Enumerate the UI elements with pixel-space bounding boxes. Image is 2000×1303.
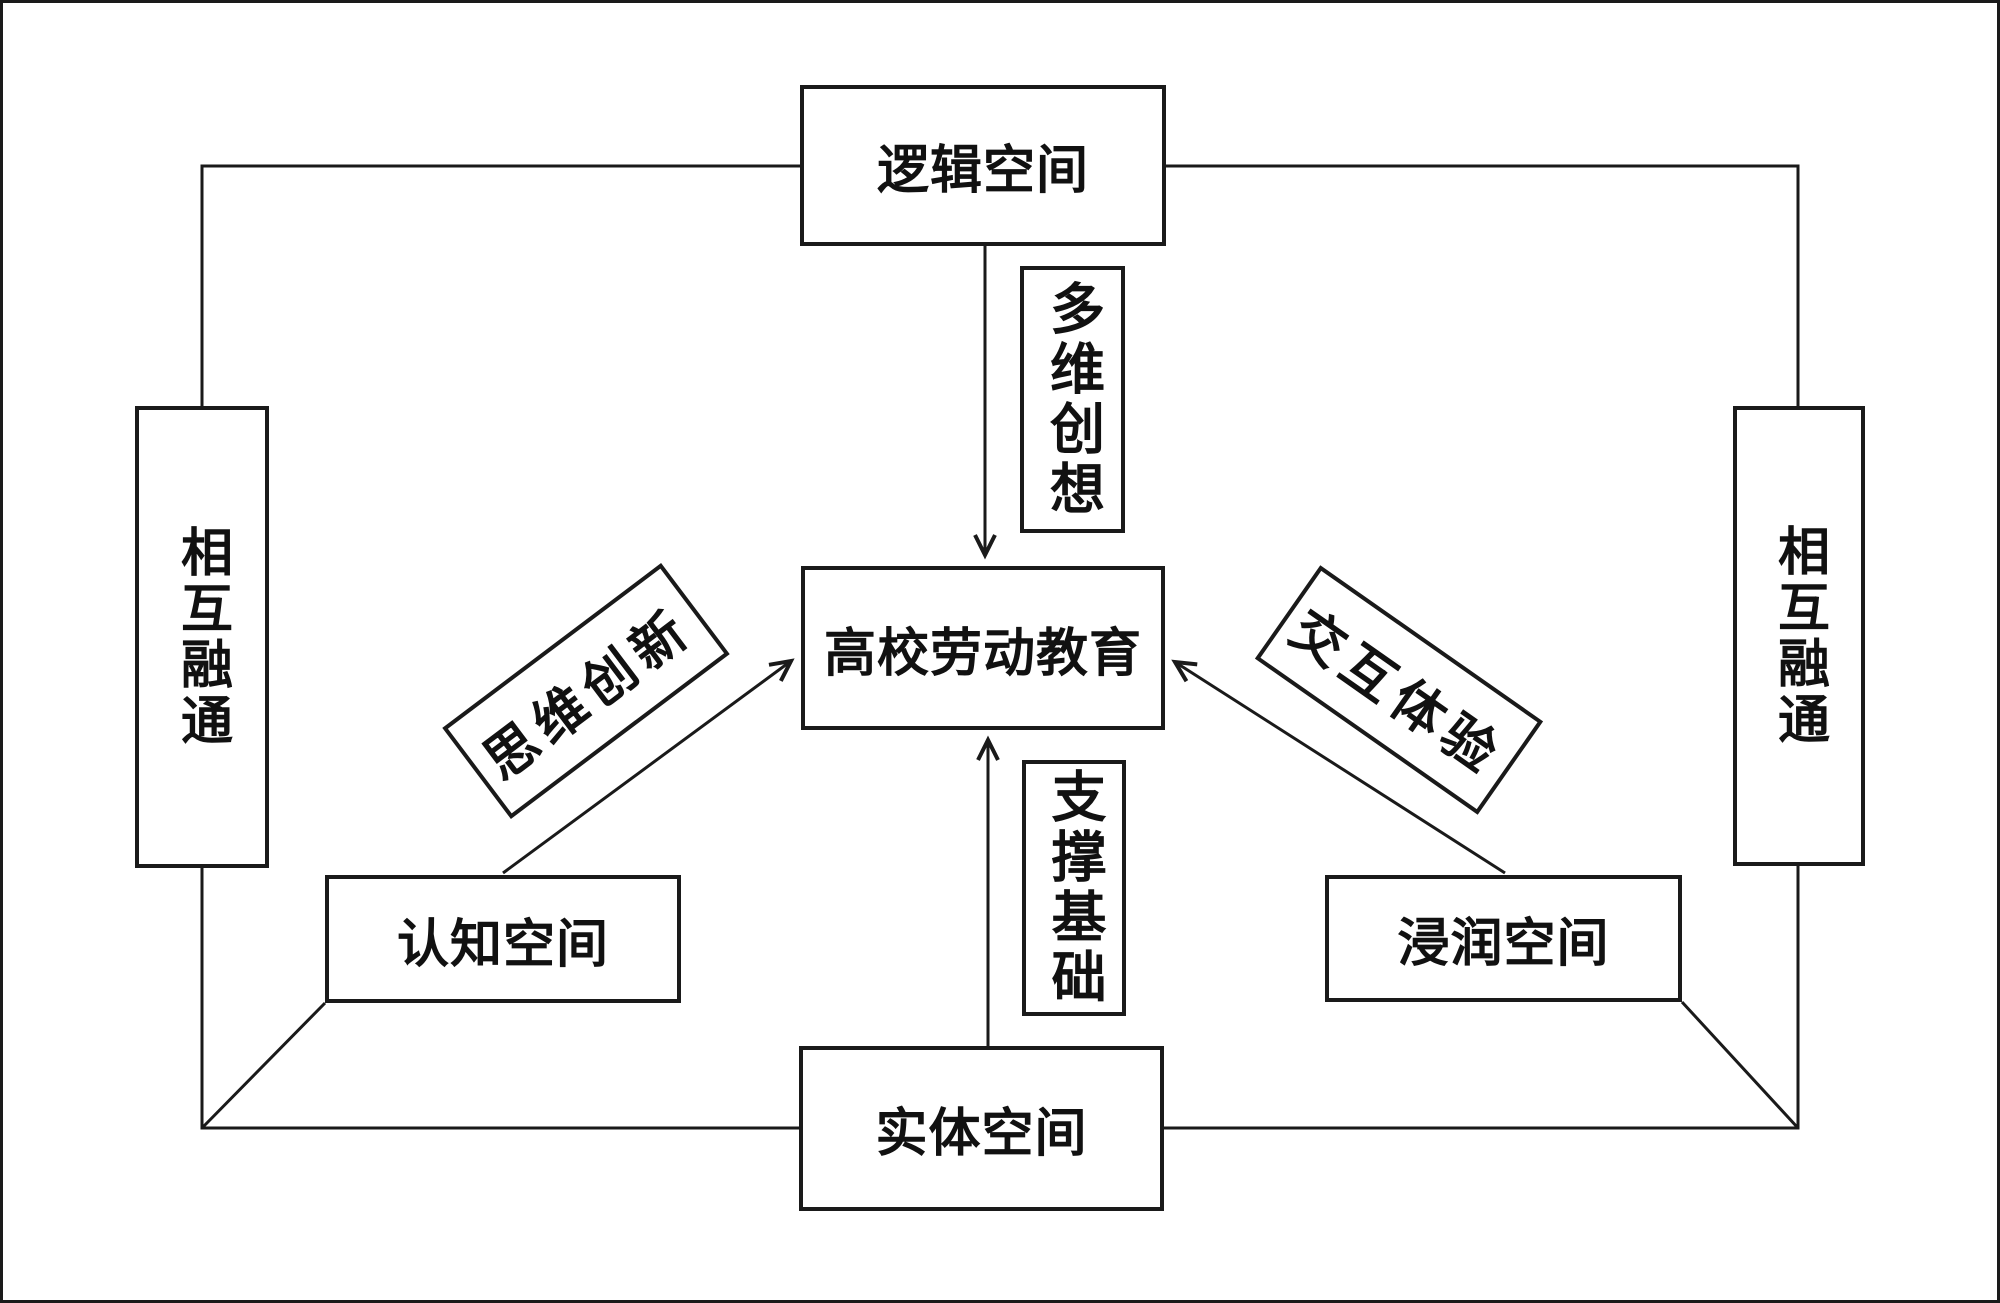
node-logic-space-label: 逻辑空间 — [876, 142, 1089, 200]
connector-logic-to-right-integration — [1166, 164, 1800, 406]
node-logic-space: 逻辑空间 — [800, 85, 1166, 246]
node-cognitive-space-label: 认知空间 — [396, 915, 609, 974]
node-university-labor-education-label: 高校劳动教育 — [823, 624, 1142, 683]
node-entity-space-label: 实体空间 — [875, 1105, 1088, 1163]
edge-label-multi-dimensional-creation: 多维创想 — [1020, 266, 1125, 533]
edge-label-support-foundation-text: 支撑基础 — [1043, 768, 1105, 1008]
connector-layer — [200, 164, 1800, 1130]
node-immersion-space: 浸润空间 — [1325, 875, 1682, 1002]
connector-right-corner-to-immersion — [1680, 1000, 1800, 1130]
edge-label-multi-dimensional-creation-text: 多维创想 — [1041, 279, 1104, 520]
node-university-labor-education: 高校劳动教育 — [801, 566, 1165, 730]
node-immersion-space-label: 浸润空间 — [1397, 915, 1610, 973]
node-mutual-integration-left: 相互融通 — [135, 406, 269, 868]
arrow-immersion-to-center — [1171, 659, 1506, 875]
node-entity-space: 实体空间 — [799, 1046, 1164, 1211]
arrow-cognitive-to-center — [502, 658, 795, 875]
node-cognitive-space: 认知空间 — [325, 875, 681, 1003]
node-mutual-integration-left-label: 相互融通 — [172, 525, 231, 749]
node-mutual-integration-right-label: 相互融通 — [1769, 524, 1828, 748]
connector-left-corner-to-cognitive — [200, 1001, 327, 1130]
edge-label-support-foundation: 支撑基础 — [1022, 760, 1126, 1016]
node-mutual-integration-right: 相互融通 — [1733, 406, 1865, 866]
connector-logic-to-left-integration — [200, 164, 800, 406]
